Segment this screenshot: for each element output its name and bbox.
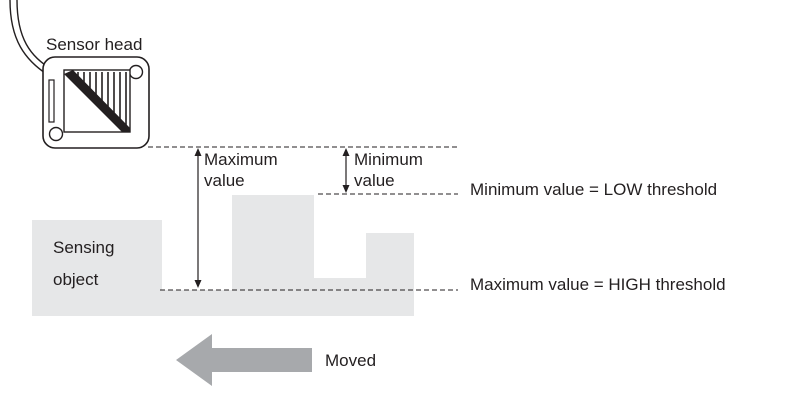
maximum-value-label-line2: value [204, 171, 245, 190]
minimum-value-arrow [342, 148, 350, 193]
minimum-value-label-line2: value [354, 171, 395, 190]
sensing-object [32, 195, 414, 316]
sensor-head-icon [42, 56, 150, 149]
high-threshold-label: Maximum value = HIGH threshold [470, 275, 726, 294]
moved-label: Moved [325, 351, 376, 370]
low-threshold-label: Minimum value = LOW threshold [470, 180, 717, 199]
maximum-value-label-line1: Maximum [204, 150, 278, 169]
sensing-object-label-line1: Sensing [53, 238, 114, 257]
sensing-object-label-line2: object [53, 270, 99, 289]
sensor-head-label: Sensor head [46, 35, 142, 54]
left-arrow-icon [176, 334, 312, 386]
minimum-value-label-line1: Minimum [354, 150, 423, 169]
maximum-value-arrow [194, 148, 202, 288]
